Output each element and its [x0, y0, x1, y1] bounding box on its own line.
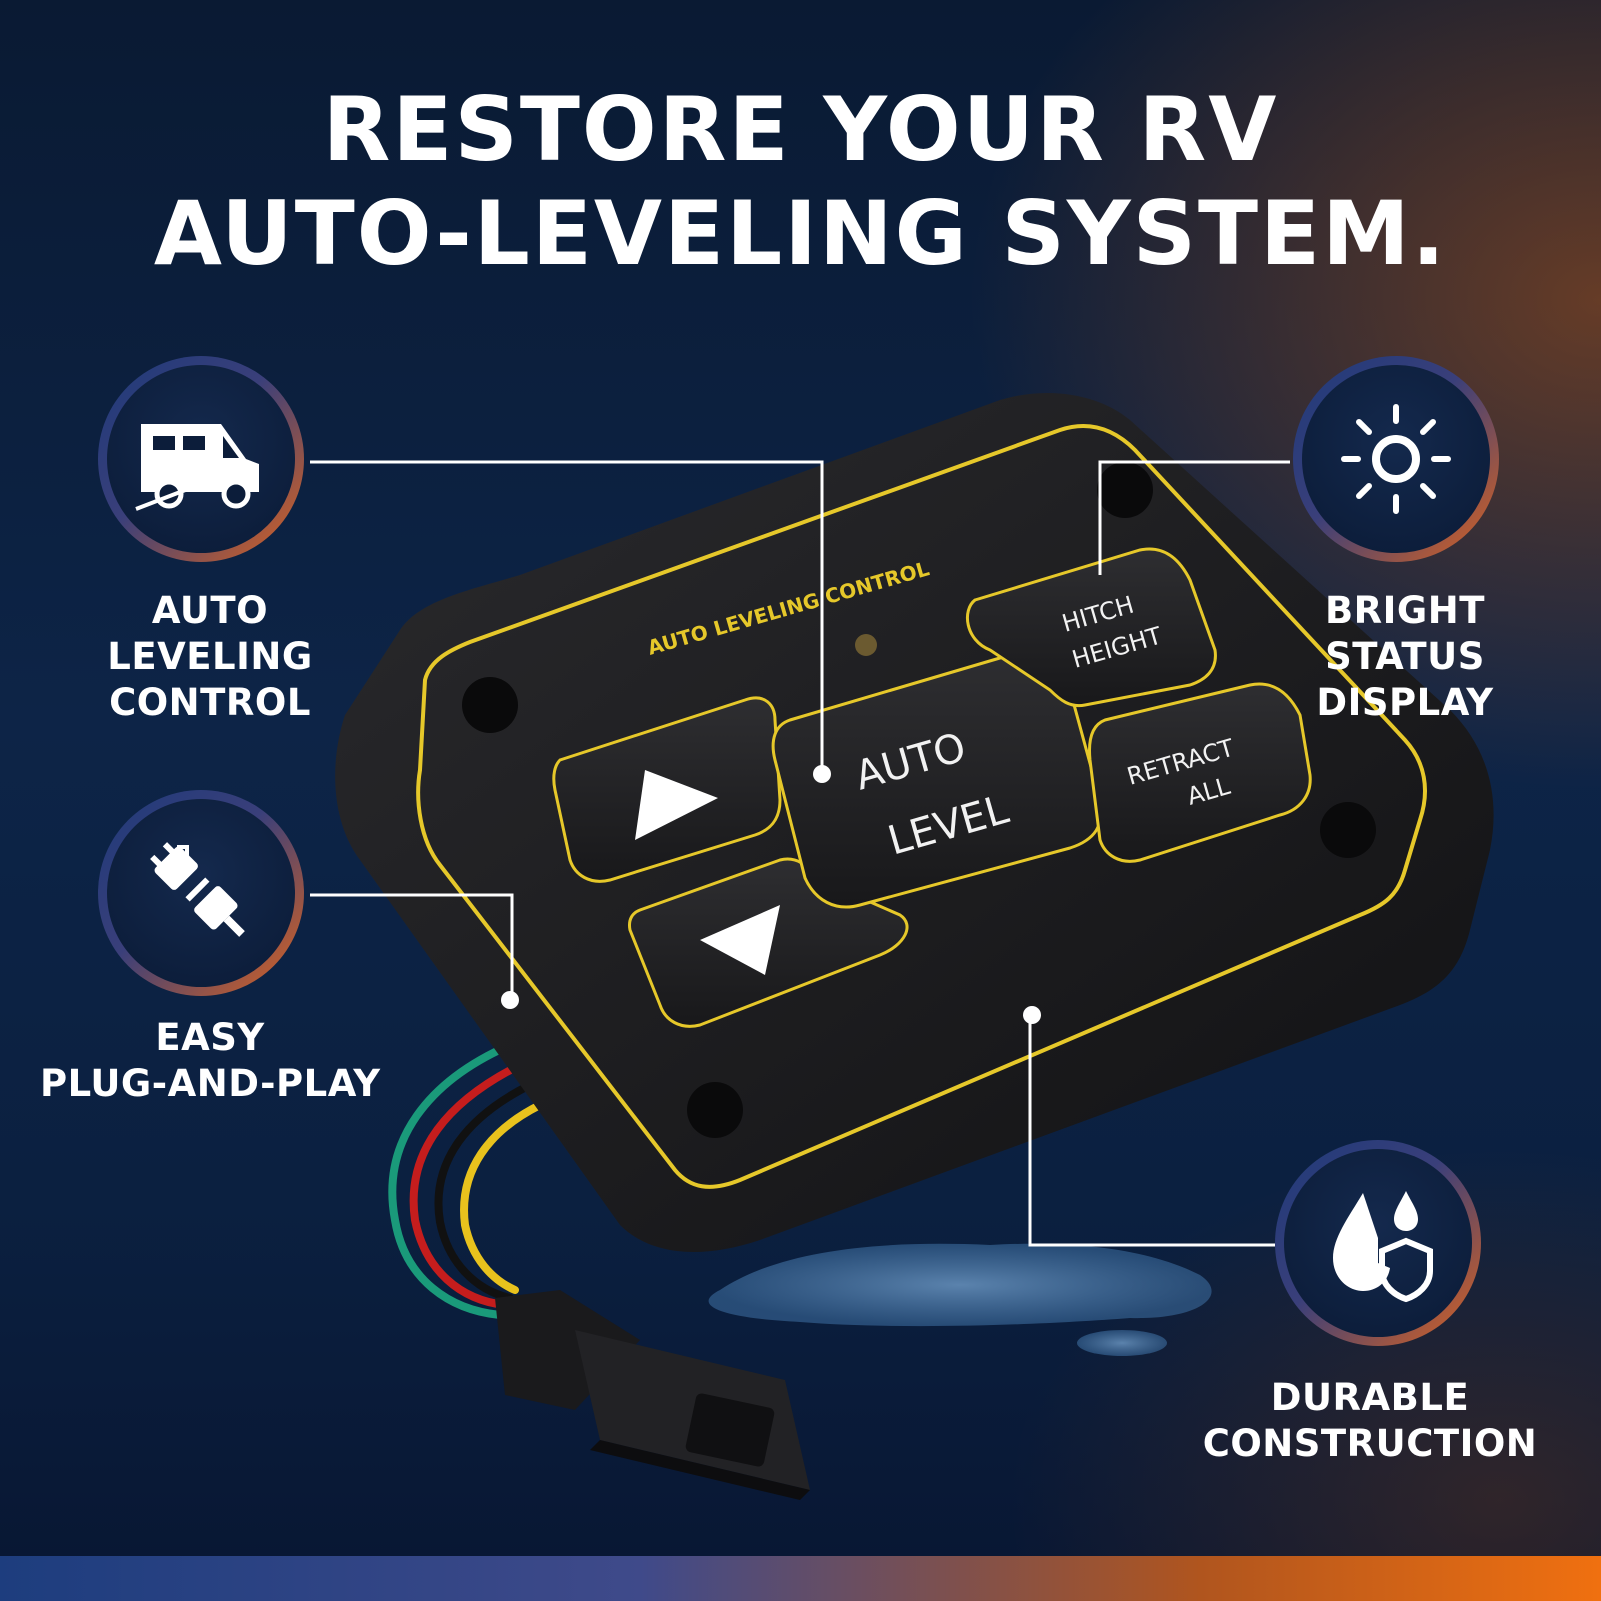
water-drop-shield-icon	[1333, 1191, 1433, 1303]
bottom-gradient-bar	[0, 1556, 1601, 1601]
hitch-height-button[interactable]	[966, 547, 1217, 708]
badge-bright-status	[1293, 356, 1499, 562]
wire-harness	[388, 1041, 544, 1319]
headline: RESTORE YOUR RV AUTO-LEVELING SYSTEM.	[0, 78, 1601, 286]
callout-dots	[501, 765, 1041, 1024]
up-arrow-button[interactable]	[552, 696, 782, 883]
feature-label-plug-and-play: EASY PLUG-AND-PLAY	[40, 1015, 380, 1107]
feature-auto-leveling-line-1: AUTO	[151, 589, 269, 632]
feature-bright-line-2: STATUS	[1325, 635, 1485, 678]
plug-connector-icon	[150, 842, 245, 937]
badge-durable	[1275, 1140, 1481, 1346]
feature-bright-line-3: DISPLAY	[1316, 681, 1494, 724]
retract-all-button[interactable]	[1088, 682, 1312, 863]
feature-label-auto-leveling: AUTO LEVELING CONTROL	[60, 588, 360, 726]
feature-label-durable: DURABLE CONSTRUCTION	[1160, 1375, 1580, 1467]
badge-auto-leveling	[98, 356, 304, 562]
headline-line-1: RESTORE YOUR RV	[322, 78, 1279, 181]
headline-line-2: AUTO-LEVELING SYSTEM.	[153, 182, 1448, 285]
feature-auto-leveling-line-2: LEVELING	[107, 635, 313, 678]
badge-plug-and-play	[98, 790, 304, 996]
feature-plug-line-2: PLUG-AND-PLAY	[40, 1062, 381, 1105]
feature-durable-line-1: DURABLE	[1270, 1376, 1470, 1419]
callout-lines	[310, 460, 1290, 1247]
feature-bright-line-1: BRIGHT	[1324, 589, 1486, 632]
feature-auto-leveling-line-3: CONTROL	[109, 681, 311, 724]
up-arrow-icon	[635, 770, 718, 840]
water-puddle	[708, 1243, 1212, 1356]
feature-plug-line-1: EASY	[155, 1016, 265, 1059]
plug-connector	[495, 1290, 810, 1500]
rv-camper-icon	[135, 424, 259, 511]
down-arrow-icon	[700, 905, 780, 975]
sun-brightness-icon	[1341, 404, 1451, 514]
feature-durable-line-2: CONSTRUCTION	[1202, 1422, 1538, 1465]
feature-label-bright-status: BRIGHT STATUS DISPLAY	[1250, 588, 1560, 726]
